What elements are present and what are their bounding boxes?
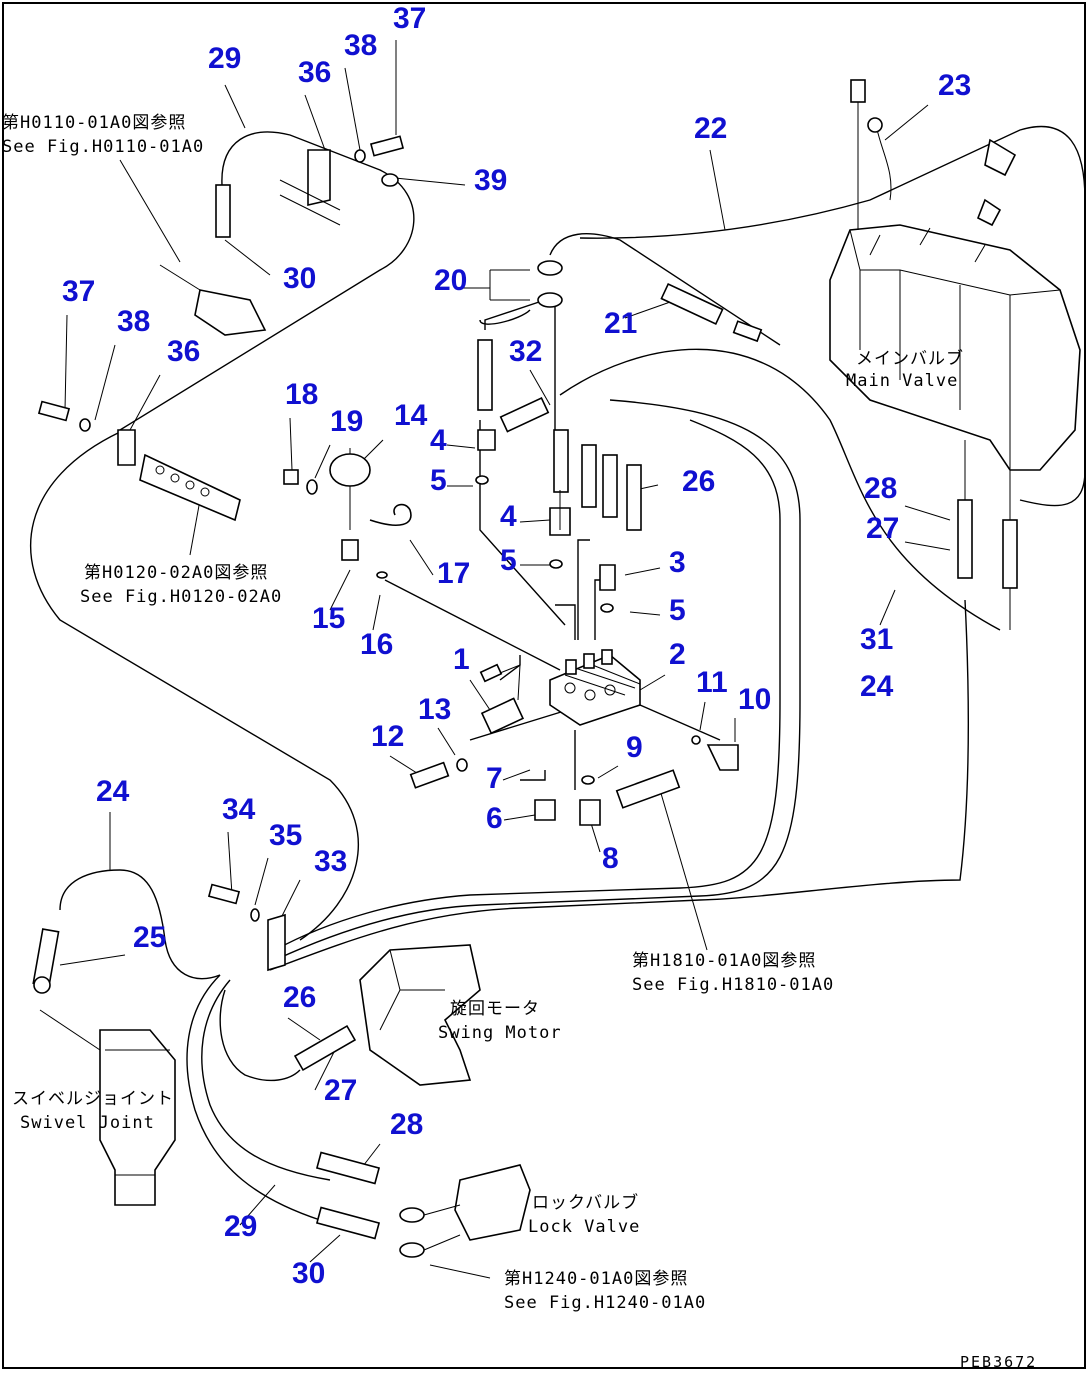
part-label-30: 30 bbox=[283, 262, 316, 295]
part-label-15: 15 bbox=[312, 602, 345, 635]
note-fig-h1810-jp: 第H1810-01A0図参照 bbox=[632, 951, 816, 971]
part-label-12: 12 bbox=[371, 720, 404, 753]
note-fig-h0120-en: See Fig.H0120-02A0 bbox=[80, 587, 282, 607]
part-label-20: 20 bbox=[434, 264, 467, 297]
part-label-13: 13 bbox=[418, 693, 451, 726]
note-fig-h0110-en: See Fig.H0110-01A0 bbox=[2, 137, 204, 157]
part-label-7: 7 bbox=[486, 762, 503, 795]
part-label-34: 34 bbox=[222, 793, 256, 826]
part-label-14: 14 bbox=[394, 399, 428, 432]
lock-valve bbox=[454, 1164, 531, 1241]
reference-notes: 第H0110-01A0図参照 See Fig.H0110-01A0 メインバルブMa… bbox=[2, 113, 964, 1313]
part-label-29: 29 bbox=[208, 42, 241, 75]
part-label-37: 37 bbox=[393, 2, 426, 35]
part-label-8: 8 bbox=[602, 842, 619, 875]
note-main-valve-jp: メインバルブ bbox=[856, 348, 964, 369]
note-fig-h0110-jp: 第H0110-01A0図参照 bbox=[2, 113, 186, 133]
part-label-21: 21 bbox=[604, 307, 637, 340]
note-lock-valve-jp: ロックバルブ bbox=[532, 1192, 639, 1213]
main-valve-body bbox=[829, 224, 1081, 471]
part-label-38: 38 bbox=[344, 29, 377, 62]
part-label-27: 27 bbox=[324, 1074, 357, 1107]
part-label-32: 32 bbox=[509, 335, 542, 368]
part-label-35: 35 bbox=[269, 819, 302, 852]
part-label-31: 31 bbox=[860, 623, 893, 656]
part-label-4: 4 bbox=[430, 424, 447, 457]
part-label-10: 10 bbox=[738, 683, 771, 716]
part-label-24: 24 bbox=[96, 775, 130, 808]
note-main-valve-en: Main Valve bbox=[846, 371, 958, 391]
note-swivel-joint-jp: スイベルジョイント bbox=[12, 1089, 174, 1109]
part-label-28: 28 bbox=[864, 472, 897, 505]
part-label-38: 38 bbox=[117, 305, 150, 338]
note-swivel-joint-en: Swivel Joint bbox=[20, 1113, 155, 1133]
part-label-37: 37 bbox=[62, 275, 95, 308]
part-label-29: 29 bbox=[224, 1210, 257, 1243]
note-fig-h0120-jp: 第H0120-02A0図参照 bbox=[84, 563, 268, 583]
part-label-24: 24 bbox=[860, 670, 894, 703]
part-label-22: 22 bbox=[694, 112, 727, 145]
note-lock-valve-en: Lock Valve bbox=[528, 1217, 640, 1237]
hose-lines bbox=[30, 40, 1086, 1279]
part-label-9: 9 bbox=[626, 731, 643, 764]
part-label-16: 16 bbox=[360, 628, 393, 661]
part-label-30: 30 bbox=[292, 1257, 325, 1290]
part-label-18: 18 bbox=[285, 378, 318, 411]
part-label-36: 36 bbox=[298, 56, 331, 89]
part-label-4: 4 bbox=[500, 500, 517, 533]
part-label-26: 26 bbox=[682, 465, 715, 498]
part-label-39: 39 bbox=[474, 164, 507, 197]
note-swing-motor-jp: 旋回モータ bbox=[450, 999, 540, 1019]
drawing-code: PEB3672 bbox=[960, 1353, 1037, 1371]
part-label-26: 26 bbox=[283, 981, 316, 1014]
part-label-6: 6 bbox=[486, 802, 503, 835]
accumulator bbox=[329, 453, 371, 487]
swing-motor bbox=[359, 944, 481, 1086]
components bbox=[32, 79, 1081, 1258]
note-fig-h1240-jp: 第H1240-01A0図参照 bbox=[504, 1269, 688, 1289]
note-fig-h1810-en: See Fig.H1810-01A0 bbox=[632, 975, 834, 995]
part-label-17: 17 bbox=[437, 557, 470, 590]
part-label-11: 11 bbox=[696, 666, 728, 699]
part-label-27: 27 bbox=[866, 512, 899, 545]
part-label-5: 5 bbox=[500, 544, 517, 577]
part-label-36: 36 bbox=[167, 335, 200, 368]
part-label-5: 5 bbox=[430, 464, 447, 497]
part-label-25: 25 bbox=[133, 921, 166, 954]
part-label-23: 23 bbox=[938, 69, 971, 102]
part-label-19: 19 bbox=[330, 405, 363, 438]
part-label-1: 1 bbox=[453, 643, 470, 676]
part-label-33: 33 bbox=[314, 845, 347, 878]
note-swing-motor-en: Swing Motor bbox=[438, 1023, 562, 1043]
part-label-28: 28 bbox=[390, 1108, 423, 1141]
swivel-joint bbox=[99, 1029, 176, 1206]
part-label-5: 5 bbox=[669, 594, 686, 627]
part-label-2: 2 bbox=[669, 638, 686, 671]
part-label-3: 3 bbox=[669, 546, 686, 579]
note-fig-h1240-en: See Fig.H1240-01A0 bbox=[504, 1293, 706, 1313]
